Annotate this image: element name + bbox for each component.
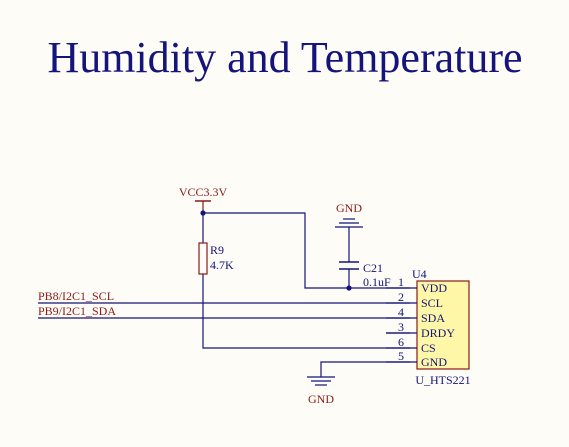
net-label-sda: PB9/I2C1_SDA [38, 304, 116, 318]
ic-designator: U4 [412, 267, 427, 281]
gnd-pin-wire [320, 361, 410, 377]
vcc-vdd-wire [203, 212, 349, 289]
vcc-label: VCC3.3V [179, 185, 228, 199]
gnd-symbol-bottom: GND [307, 376, 335, 406]
junction-dot-vcc [200, 210, 206, 216]
ic-pin-number-5: 5 [398, 349, 404, 363]
c21-designator: C21 [363, 261, 383, 275]
r9-value: 4.7K [210, 258, 234, 272]
ic-pin-name-sda: SDA [421, 311, 445, 325]
ic-pin-name-vdd: VDD [421, 281, 447, 295]
ic-body [416, 280, 470, 370]
gnd-bottom-label: GND [308, 392, 334, 406]
cs-pullup-wire [202, 274, 410, 349]
resistor-body [198, 242, 208, 275]
page-title: Humidity and Temperature [47, 33, 522, 82]
c21-value: 0.1uF [363, 275, 391, 289]
wires [38, 212, 410, 377]
vcc-power-port: VCC3.3V [179, 185, 228, 213]
ic-u4: U4 U_HTS221 1 VDD 2 SCL 4 SDA 3 DRDY 6 CS 5 GND [386, 267, 471, 387]
ic-pin-name-scl: SCL [421, 296, 443, 310]
ic-part-name: U_HTS221 [415, 373, 470, 387]
ic-pin-name-cs: CS [421, 341, 436, 355]
net-label-scl: PB8/I2C1_SCL [38, 289, 114, 303]
ic-pin-name-drdy: DRDY [421, 326, 455, 340]
capacitor-c21: C21 0.1uF [339, 261, 391, 289]
ic-pin-number-6: 6 [398, 335, 404, 349]
ic-pin-number-2: 2 [398, 290, 404, 304]
gnd-symbol-top: GND [335, 201, 363, 262]
gnd-top-label: GND [336, 201, 362, 215]
ic-pins: 1 VDD 2 SCL 4 SDA 3 DRDY 6 CS 5 GND [386, 275, 455, 369]
ic-pin-number-4: 4 [398, 305, 404, 319]
resistor-r9: R9 4.7K [198, 242, 234, 275]
ic-pin-name-gnd: GND [421, 355, 447, 369]
ic-pin-number-1: 1 [398, 275, 404, 289]
r9-designator: R9 [210, 243, 224, 257]
ic-pin-number-3: 3 [398, 320, 404, 334]
